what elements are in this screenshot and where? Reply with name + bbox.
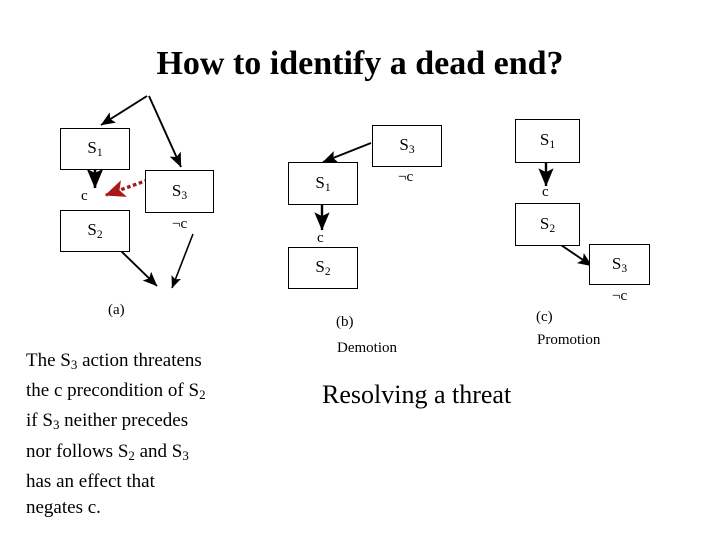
panel-a-box-s3-label: S3 — [171, 180, 188, 202]
threat-text-line-3: if S3 neither precedes — [26, 410, 189, 433]
panel-c-box-s1-label: S1 — [539, 130, 556, 152]
panel-c-box-s3[interactable]: S3 — [589, 244, 650, 285]
arrow-apex-to-s3 — [148, 95, 182, 168]
arrow-s3-to-end — [171, 233, 194, 289]
panel-a-box-s1-label: S1 — [87, 138, 103, 160]
panel-c-precondition-c: c — [542, 184, 549, 200]
panel-b-effect-not-c: ¬c — [398, 169, 414, 185]
panel-c-box-s2-label: S2 — [539, 213, 556, 235]
panel-b-box-s1[interactable]: S1 — [288, 162, 358, 205]
panel-b-caption-letter: (b) — [336, 314, 354, 330]
panel-b-precondition-c: c — [317, 230, 324, 246]
threat-text-line-6: negates c. — [26, 496, 101, 518]
panel-c-caption-name: Promotion — [537, 332, 601, 348]
panel-c-effect-not-c: ¬c — [612, 288, 628, 304]
panel-a-box-s3[interactable]: S3 — [145, 170, 214, 213]
threat-text-line-5: has an effect that — [26, 470, 155, 492]
arrow-b-s3-to-s1 — [322, 142, 372, 163]
panel-c-box-s1[interactable]: S1 — [515, 119, 580, 163]
panel-a-box-s1[interactable]: S1 — [60, 128, 130, 170]
panel-b-box-s1-label: S1 — [315, 172, 331, 194]
threat-text-line-4: nor follows S2 and S3 — [26, 440, 189, 463]
resolving-threat-heading: Resolving a threat — [322, 380, 512, 409]
panel-a-effect-not-c: ¬c — [172, 216, 188, 232]
panel-a-box-s2-label: S2 — [87, 220, 103, 242]
arrow-apex-to-s1 — [100, 95, 148, 126]
panel-a-precondition-c: c — [81, 188, 88, 204]
panel-c-box-s2[interactable]: S2 — [515, 203, 580, 246]
threat-text-line-2: the c precondition of S2 — [26, 380, 206, 403]
threat-definition-text: The S3 action threatens the c preconditi… — [26, 348, 294, 521]
panel-b-box-s3[interactable]: S3 — [372, 125, 442, 167]
arrow-c-s2-to-s3 — [560, 244, 593, 267]
arrow-s2-to-end — [119, 249, 158, 287]
panel-a-box-s2[interactable]: S2 — [60, 210, 130, 252]
panel-a-caption-letter: (a) — [108, 302, 125, 318]
panel-b-box-s3-label: S3 — [399, 135, 415, 157]
threat-text-line-1: The S3 action threatens — [26, 350, 202, 373]
panel-b-box-s2-label: S2 — [315, 257, 331, 279]
panel-c-box-s3-label: S3 — [611, 253, 628, 275]
panel-c-caption-letter: (c) — [536, 309, 553, 325]
panel-b-caption-name: Demotion — [337, 340, 397, 356]
page-title: How to identify a dead end? — [156, 45, 564, 82]
panel-b-box-s2[interactable]: S2 — [288, 247, 358, 289]
threat-arrow — [104, 178, 149, 197]
